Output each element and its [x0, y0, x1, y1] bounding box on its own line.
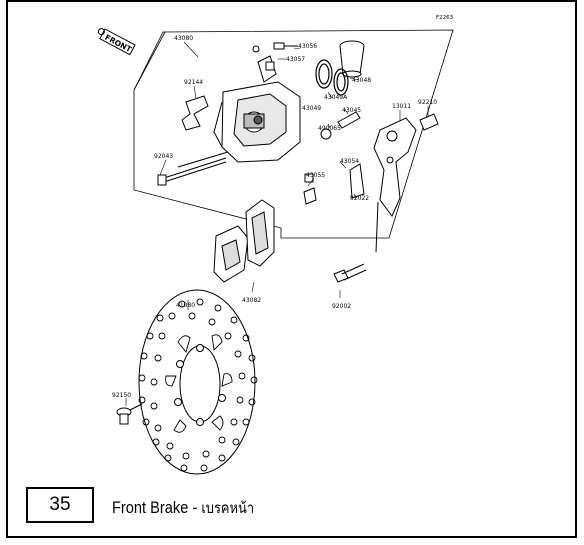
part-number-labels: 43080 43056 43057 43048 92144 43049A 430…: [112, 35, 437, 399]
caliper-pin-bolt: [157, 157, 227, 186]
exploded-parts-diagram: F2263 FRONT: [97, 15, 454, 475]
part-label: 92144: [184, 79, 203, 86]
page-number: 35: [49, 494, 71, 515]
section-title-separator: -: [188, 498, 202, 517]
piston: [339, 40, 365, 78]
section-title: Front Brake - เบรคหน้า: [112, 496, 254, 520]
part-label: 43055: [306, 172, 325, 179]
part-label: 43080: [174, 35, 193, 42]
part-label: 43054: [340, 158, 359, 165]
page-frame: [6, 0, 577, 538]
caliper-bracket: [373, 113, 439, 253]
caliper-assembly-outline: [133, 29, 454, 239]
brake-pads: [213, 199, 275, 283]
part-label: 13011: [392, 103, 411, 110]
bracket-mounting-bolt: [333, 263, 367, 283]
part-label: 490065: [318, 125, 341, 132]
page-number-box: 35: [26, 487, 94, 523]
frame-top-border: [6, 0, 577, 2]
part-label: 43048: [352, 77, 371, 84]
front-direction-icon: FRONT: [99, 28, 136, 56]
leader-lines: [125, 41, 429, 406]
section-title-thai: เบรคหน้า: [201, 500, 255, 517]
part-label: 92043: [154, 153, 173, 160]
caliper-body: [177, 55, 301, 168]
part-label: 43049: [302, 105, 321, 112]
part-label: 92210: [418, 99, 437, 106]
section-title-english: Front Brake: [112, 498, 189, 517]
piston-seals: [315, 59, 349, 96]
part-label: 43056: [298, 43, 317, 50]
figure-code: F2263: [436, 15, 454, 21]
part-label: 92150: [112, 392, 131, 399]
slide-pins: [303, 111, 392, 205]
part-label: 43082: [242, 297, 261, 304]
bleed-valve: [252, 42, 298, 71]
pad-spring: [181, 95, 209, 131]
part-label: 43049A: [324, 94, 348, 101]
disc-bolt: [116, 403, 143, 425]
part-label: 92002: [332, 303, 351, 310]
part-label: 92022: [350, 195, 369, 202]
brake-disc: [138, 289, 258, 475]
part-label: 43057: [286, 56, 305, 63]
part-label: 41080: [176, 302, 195, 309]
part-label: 43045: [342, 107, 361, 114]
